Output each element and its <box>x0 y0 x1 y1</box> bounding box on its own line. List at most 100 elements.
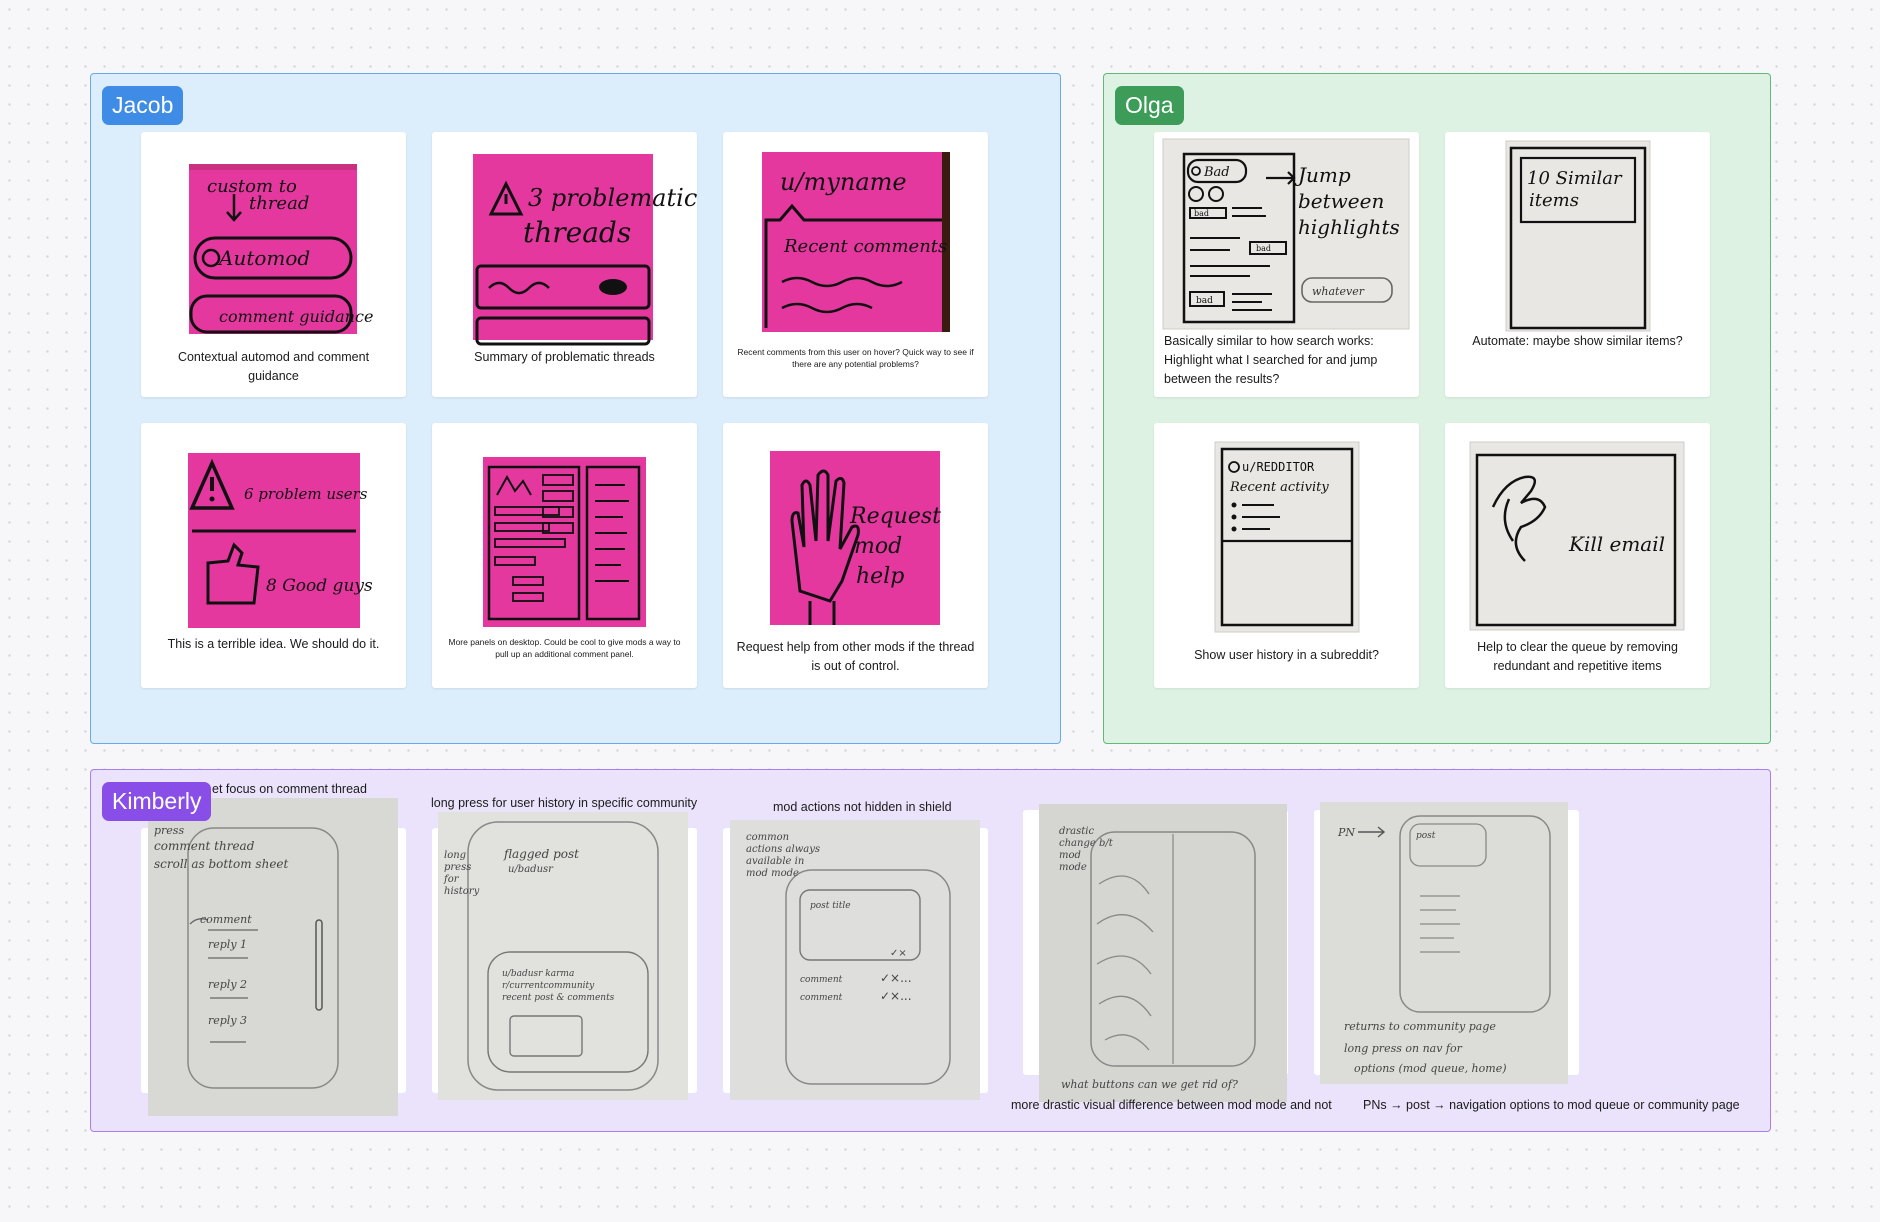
sketch-text: between <box>1298 189 1384 213</box>
sketch-text: for <box>443 874 460 885</box>
sketch-text: recent post & comments <box>502 993 615 1003</box>
sketch-label: mod actions not hidden in shield <box>773 800 952 814</box>
sketch-text: press <box>154 824 184 837</box>
note-text: Request <box>849 504 941 529</box>
note-text: 8 Good guys <box>266 576 373 596</box>
sketch-text: bad <box>1256 244 1271 253</box>
sticky-card[interactable]: More panels on desktop. Could be cool to… <box>432 423 697 688</box>
sketch-text: what buttons can we get rid of? <box>1061 1078 1238 1091</box>
sticky-note-photo: Request mod help <box>770 451 941 625</box>
sketch-photo: u/REDDITOR Recent activity <box>1214 441 1360 633</box>
note-text: comment guidance <box>219 307 373 326</box>
sketch-text: highlights <box>1298 215 1400 239</box>
sketch-text: mod <box>1059 850 1081 861</box>
sketch-text: history <box>444 886 480 897</box>
sketch-text: long <box>444 850 466 861</box>
sticky-note-photo: 6 problem users 8 Good guys <box>188 453 373 628</box>
sketch-text: mod mode <box>746 868 799 879</box>
sticky-card[interactable]: u/myname Recent comments Recent comments… <box>723 132 988 397</box>
sketch-text: r/currentcommunity <box>502 981 595 991</box>
card-caption: Contextual automod and comment guidance <box>177 350 370 383</box>
sketch-text: comment thread <box>154 839 255 853</box>
sketch-text: flagged post <box>503 847 579 861</box>
sketch-photo[interactable]: long press for history flagged post u/ba… <box>438 812 688 1100</box>
sketch-text: Recent activity <box>1229 480 1329 495</box>
sketch-text: drastic <box>1059 826 1094 837</box>
card-caption: Basically similar to how search works: H… <box>1164 334 1378 386</box>
sketch-card[interactable]: Kill email Help to clear the queue by re… <box>1445 423 1710 688</box>
sketch-photo[interactable]: press comment thread scroll as bottom sh… <box>148 798 398 1116</box>
section-kimberly[interactable]: Kimberly et focus on comment thread long… <box>90 769 1771 1132</box>
section-jacob[interactable]: Jacob custom to thread Automod comment g… <box>90 73 1061 744</box>
section-label-kimberly[interactable]: Kimberly <box>102 782 212 821</box>
sketch-card[interactable]: 10 Similar items Automate: maybe show si… <box>1445 132 1710 397</box>
sketch-text: options (mod queue, home) <box>1354 1062 1507 1075</box>
note-text: 3 problematic <box>528 184 697 212</box>
sketch-text: u/REDDITOR <box>1242 460 1315 474</box>
sketch-text: whatever <box>1312 285 1365 298</box>
sketch-label: PNs → post → navigation options to mod q… <box>1363 1098 1740 1112</box>
note-text: threads <box>523 216 631 249</box>
note-text: mod <box>854 534 902 559</box>
svg-text:✓×...: ✓×... <box>880 989 912 1003</box>
card-caption: Request help from other mods if the thre… <box>736 640 975 673</box>
sketch-card[interactable]: Bad bad bad bad Jump between highlights … <box>1154 132 1419 397</box>
note-text: custom to <box>207 176 297 197</box>
sketch-label: long press for user history in specific … <box>431 796 698 810</box>
sticky-note-photo <box>483 457 646 627</box>
card-caption: More panels on desktop. Could be cool to… <box>448 637 681 659</box>
sketch-photo[interactable]: PN post returns to community page long p… <box>1320 802 1568 1084</box>
card-caption: Show user history in a subreddit? <box>1194 648 1379 662</box>
sketch-text: bad <box>1194 209 1209 218</box>
sticky-card[interactable]: 6 problem users 8 Good guys This is a te… <box>141 423 406 688</box>
sketch-text: press <box>444 862 471 873</box>
sketch-text: Kill email <box>1568 532 1665 556</box>
sketch-text: comment <box>200 913 252 926</box>
sketch-text: u/badusr <box>508 864 554 875</box>
sticky-note-photo: u/myname Recent comments <box>762 152 950 332</box>
sketch-photo: Bad bad bad bad Jump between highlights … <box>1162 138 1410 330</box>
sketch-text: post title <box>810 901 851 911</box>
sketch-card[interactable]: u/REDDITOR Recent activity Show user his… <box>1154 423 1419 688</box>
sticky-card[interactable]: Request mod help Request help from other… <box>723 423 988 688</box>
card-caption: Summary of problematic threads <box>474 350 655 364</box>
sketch-text: bad <box>1196 296 1213 306</box>
section-label-olga[interactable]: Olga <box>1115 86 1184 125</box>
sketch-text: long press on nav for <box>1344 1042 1463 1055</box>
svg-text:✓×...: ✓×... <box>880 971 912 985</box>
sketch-text: change b/t <box>1059 838 1114 849</box>
sketch-text: scroll as bottom sheet <box>154 857 289 871</box>
sticky-card[interactable]: 3 problematic threads Summary of problem… <box>432 132 697 397</box>
sketch-photo[interactable]: common actions always available in mod m… <box>730 820 980 1100</box>
sketch-label: more drastic visual difference between m… <box>1011 1098 1332 1112</box>
sketch-text: post <box>1416 831 1436 841</box>
sketch-text: common <box>746 832 789 843</box>
sticky-card[interactable]: custom to thread Automod comment guidanc… <box>141 132 406 397</box>
sketch-text: mode <box>1059 862 1087 873</box>
sketch-text: available in <box>746 856 804 867</box>
sketch-text: returns to community page <box>1344 1020 1496 1033</box>
sketch-text: comment <box>800 993 843 1003</box>
sticky-note-photo: 3 problematic threads <box>473 154 697 346</box>
sketch-photo: 10 Similar items <box>1505 140 1651 332</box>
card-caption: Recent comments from this user on hover?… <box>737 347 974 369</box>
card-caption: This is a terrible idea. We should do it… <box>167 637 380 651</box>
sketch-label: et focus on comment thread <box>212 782 367 796</box>
sketch-text: u/badusr karma <box>502 969 574 979</box>
note-text: Automod <box>217 246 310 270</box>
svg-text:✓×: ✓× <box>890 948 907 959</box>
section-olga[interactable]: Olga Bad bad bad bad Jump between highli… <box>1103 73 1771 744</box>
sketch-text: reply 3 <box>208 1014 247 1027</box>
sketch-text: 10 Similar <box>1527 168 1623 189</box>
note-text: u/myname <box>780 168 907 196</box>
sketch-photo[interactable]: drastic change b/t mod mode what buttons… <box>1039 804 1287 1102</box>
sketch-text: Bad <box>1203 165 1230 180</box>
sketch-text: comment <box>800 975 843 985</box>
note-text: help <box>856 564 904 589</box>
section-label-jacob[interactable]: Jacob <box>102 86 184 125</box>
sketch-text: actions always <box>746 844 820 855</box>
note-text: Recent comments <box>783 236 947 257</box>
card-caption: Automate: maybe show similar items? <box>1472 334 1683 348</box>
card-caption: Help to clear the queue by removing redu… <box>1477 640 1678 673</box>
note-text: thread <box>249 193 309 214</box>
